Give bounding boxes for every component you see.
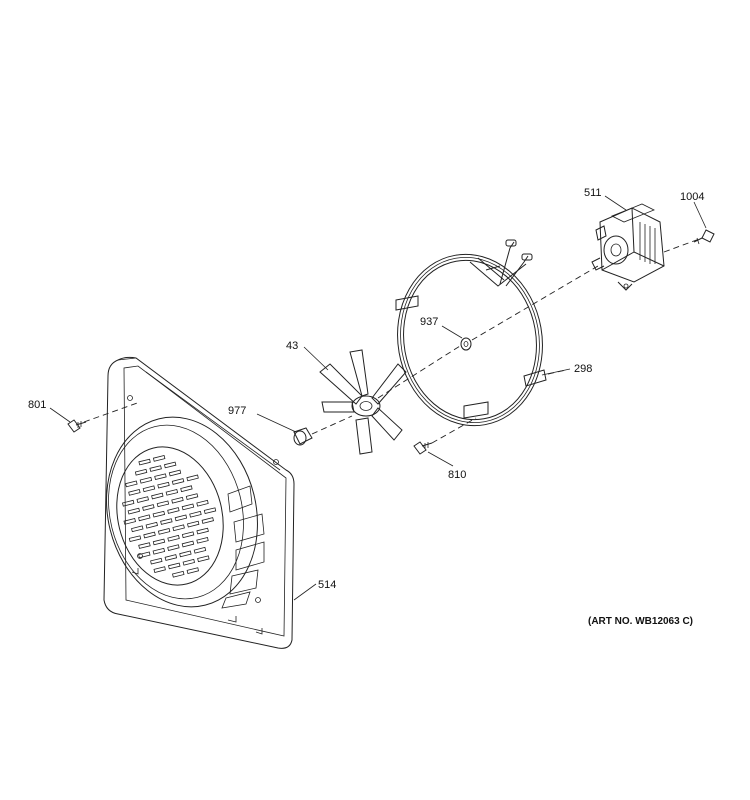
ring-heating-element-icon — [395, 239, 547, 427]
grill-slot — [196, 499, 209, 507]
grill-slot — [197, 555, 210, 563]
grill-slot — [171, 496, 184, 504]
grill-slot — [172, 524, 185, 532]
grill-slot — [160, 518, 173, 525]
nut-icon — [460, 337, 472, 351]
grill-slot — [138, 542, 151, 549]
grill-slot — [134, 468, 148, 476]
part-label-1004: 1004 — [680, 191, 704, 203]
grill-slot — [136, 496, 149, 503]
grill-slot — [142, 504, 155, 511]
grill-slot — [189, 510, 202, 518]
grill-slot — [167, 507, 180, 514]
part-label-977: 977 — [228, 405, 246, 417]
grill-slot — [164, 554, 178, 561]
grill-slot — [142, 485, 156, 493]
grill-slot — [143, 531, 156, 539]
grill-slot — [123, 518, 136, 525]
grill-slot — [186, 474, 199, 482]
grill-slot — [172, 570, 185, 578]
grill-slot — [150, 557, 163, 565]
grill-slot — [167, 544, 180, 551]
spacer-nut-icon — [293, 427, 313, 446]
grill-slot — [152, 455, 166, 462]
assembly-axis-lines — [83, 237, 703, 444]
grill-slot — [174, 514, 188, 522]
grill-slot — [139, 476, 153, 484]
screw-icon — [693, 229, 715, 245]
grill-slot — [122, 499, 135, 507]
screw-icon — [67, 419, 87, 433]
grill-slot — [125, 480, 138, 488]
grill-slot — [171, 478, 185, 485]
grill-slot — [138, 514, 151, 522]
grill-slot — [156, 500, 170, 508]
part-label-511: 511 — [584, 187, 602, 199]
grill-slot — [149, 465, 162, 472]
grill-slot — [131, 525, 144, 533]
part-label-298: 298 — [574, 363, 592, 375]
grill-slot — [179, 550, 192, 558]
part-label-801: 801 — [28, 399, 46, 411]
grill-slot — [127, 507, 140, 515]
grill-slot — [181, 503, 195, 511]
grill-slot — [193, 546, 207, 554]
grill-slot — [196, 527, 209, 535]
grill-slot — [152, 538, 166, 546]
grill-slot — [153, 566, 166, 573]
grill-slot — [164, 461, 177, 469]
fan-blade-icon — [319, 349, 407, 455]
grill-slot — [203, 507, 217, 514]
grill-slot — [168, 469, 182, 477]
grill-slot — [185, 493, 199, 500]
art-number: (ART NO. WB12063 C) — [588, 616, 693, 627]
grill-slot — [168, 562, 181, 570]
grill-slot — [157, 481, 170, 489]
grill-slot — [152, 510, 166, 518]
grill-slot — [196, 537, 209, 544]
grill-slot — [181, 540, 195, 548]
convection-motor-icon — [591, 203, 665, 291]
grill-slot — [157, 528, 171, 535]
grill-slot — [187, 520, 200, 528]
leader-lines — [49, 195, 707, 601]
grill-slot — [145, 521, 158, 529]
grill-slot — [151, 492, 164, 500]
grill-slot — [165, 489, 179, 496]
part-labels: 511 1004 937 298 43 977 801 810 514 — [28, 187, 704, 591]
part-label-937: 937 — [420, 316, 438, 328]
part-label-810: 810 — [448, 469, 466, 481]
grill-slot — [128, 489, 141, 496]
grill-slot — [138, 458, 151, 466]
grill-slot — [152, 547, 166, 555]
screw-icon — [413, 441, 433, 455]
grill-slot — [186, 567, 199, 574]
grill-slot — [182, 558, 195, 566]
grill-slot — [154, 473, 167, 480]
grill-slot — [167, 534, 180, 542]
part-label-514: 514 — [318, 579, 336, 591]
grill-slot — [138, 551, 151, 559]
fan-cover-icon — [103, 356, 295, 649]
grill-slot — [181, 531, 195, 539]
grill-slot — [180, 485, 193, 493]
grill-slot — [201, 517, 214, 524]
grill-slot — [128, 535, 142, 542]
part-label-43: 43 — [286, 340, 298, 352]
